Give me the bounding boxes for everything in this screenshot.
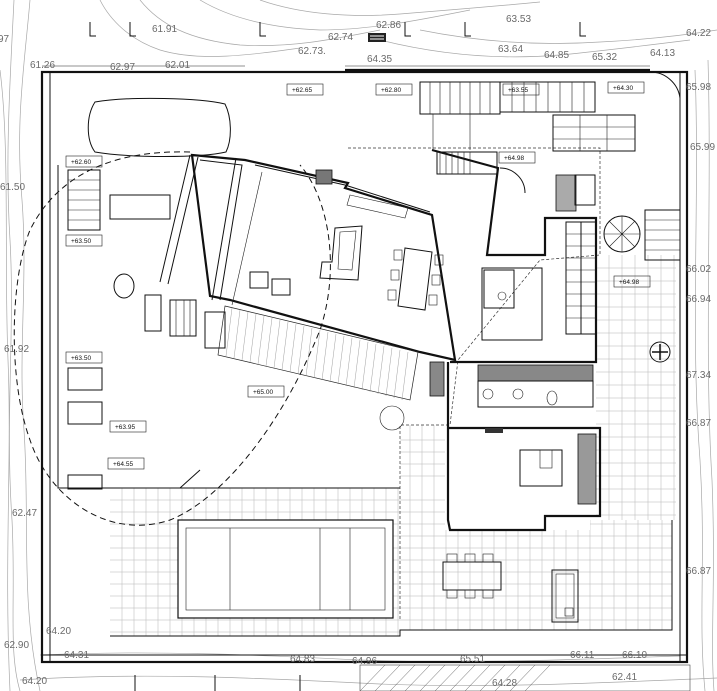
garden-steps (57, 165, 226, 490)
contour-label: 66.94 (686, 294, 711, 305)
level-markers: +62.65 +62.80 +63.55 +64.30 +62.60 +64.9… (65, 81, 651, 470)
level-marker: +62.60 (71, 159, 91, 166)
contour-label: 64.96 (352, 656, 377, 667)
contour-label: 62.47 (12, 508, 37, 519)
contour-label: 64.28 (492, 678, 517, 689)
level-marker: +62.65 (292, 87, 312, 94)
contour-label: 62.74 (328, 32, 353, 43)
contour-label: 62.01 (165, 60, 190, 71)
level-marker: +63.50 (71, 238, 91, 245)
contour-label: 61.91 (152, 24, 177, 35)
living-wing (159, 153, 457, 401)
contour-label: 63.53 (506, 14, 531, 25)
contour-label: 64.20 (22, 676, 47, 687)
contour-label: 66.87 (686, 418, 711, 429)
contour-label: 67.34 (686, 370, 711, 381)
contour-label: 66.87 (686, 566, 711, 577)
contour-label: 64.13 (650, 48, 675, 59)
level-marker: +64.98 (504, 155, 524, 162)
contour-label: 65.51 (460, 654, 485, 665)
mailbox-icon (368, 33, 386, 42)
swimming-pool (177, 519, 394, 619)
fireplace-icon (315, 169, 333, 185)
level-marker: +64.55 (113, 461, 133, 468)
contour-label: 64.35 (367, 54, 392, 65)
contour-label: 66.02 (686, 264, 711, 275)
contour-label: 64.22 (686, 28, 711, 39)
grill-icon (649, 341, 671, 363)
roof-overhang-outline (13, 151, 331, 526)
contour-label: 62.97 (110, 62, 135, 73)
contour-label: 65.98 (686, 82, 711, 93)
site-boundary (40, 65, 689, 664)
contour-labels: 97 61.91 61.26 62.97 62.01 62.73. 62.74 … (0, 14, 715, 689)
wall-column (555, 174, 577, 212)
contour-label: 61.26 (30, 60, 55, 71)
contour-label: 64.20 (46, 626, 71, 637)
level-marker: +63.95 (115, 424, 135, 431)
outdoor-dining (442, 553, 579, 623)
contour-label: 65.32 (592, 52, 617, 63)
contour-label: 64.85 (544, 50, 569, 61)
contour-label: 65.99 (690, 142, 715, 153)
contour-label: 62.90 (4, 640, 29, 651)
contour-label: 61.50 (0, 182, 25, 193)
entry-stairs (419, 71, 681, 261)
outdoor-elements (379, 215, 671, 431)
roof-dashed-line (348, 147, 601, 620)
contour-label: 66.10 (622, 650, 647, 661)
level-marker: +64.30 (613, 85, 633, 92)
kitchen-block (429, 148, 602, 532)
contour-label: 62.41 (612, 672, 637, 683)
contour-label: 63.64 (498, 44, 523, 55)
contour-label: 61.92 (4, 344, 29, 355)
car-outline (87, 97, 231, 157)
level-marker: +62.80 (381, 87, 401, 94)
contour-label: 62.86 (376, 20, 401, 31)
level-marker: +63.50 (71, 355, 91, 362)
contour-label: 97 (0, 34, 10, 45)
level-marker: +65.00 (253, 389, 273, 396)
contour-label: 64.31 (64, 650, 89, 661)
contour-label: 64.83 (290, 654, 315, 665)
contour-label: 62.73. (298, 46, 326, 57)
level-marker: +63.55 (508, 87, 528, 94)
street-markers (89, 22, 586, 42)
level-marker: +64.98 (619, 279, 639, 286)
contour-label: 66.11 (570, 650, 595, 661)
entrance-hatch (134, 664, 691, 691)
